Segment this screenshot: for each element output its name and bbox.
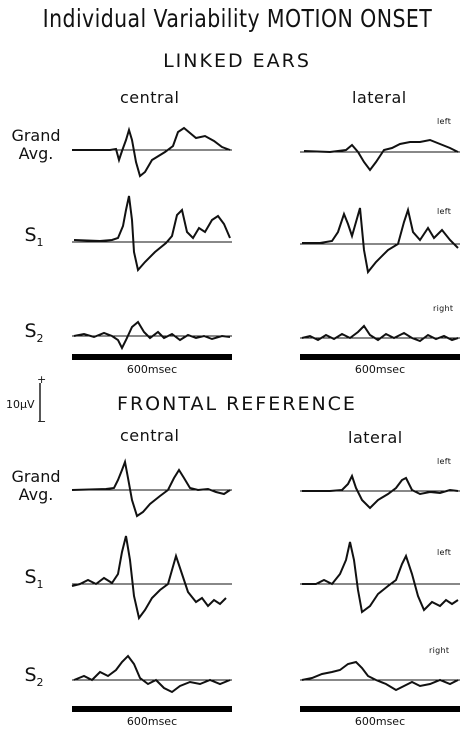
row-label-grand-avg-bottom: Grand Avg. [11, 467, 61, 504]
time-label-bottom-central: 600msec [126, 715, 178, 728]
side-label-right-2: right [429, 646, 450, 655]
row-label-s1-bottom: S1 [4, 566, 64, 592]
column-central-top: central [120, 88, 180, 107]
figure-title: Individual Variability MOTION ONSET [42, 4, 433, 33]
section-linked-ears: LINKED EARS [163, 50, 311, 72]
s2-subscript: 2 [36, 332, 44, 345]
column-lateral-bottom: lateral [348, 428, 403, 447]
s1-subscript: 1 [36, 578, 44, 591]
waveform-linked-s2-central [72, 320, 232, 351]
side-label-right-1: right [433, 304, 454, 313]
column-central-bottom: central [120, 426, 180, 445]
waveform-linked-grand-lateral [300, 138, 460, 172]
side-label-left-2: left [437, 207, 452, 216]
waveform-frontal-s2-central [72, 654, 232, 694]
side-label-left-3: left [437, 457, 452, 466]
waveform-frontal-s2-lateral [300, 660, 460, 692]
scale-plus: + [37, 373, 47, 386]
time-label-bottom-lateral: 600msec [354, 715, 406, 728]
side-label-left-1: left [437, 117, 452, 126]
waveform-frontal-grand-lateral [300, 473, 460, 510]
s1-subscript: 1 [36, 236, 44, 249]
time-label-top-lateral: 600msec [354, 363, 406, 376]
s1-letter: S [24, 224, 37, 246]
time-bar-bottom-lateral [300, 706, 460, 712]
s2-letter: S [24, 320, 37, 342]
row-label-s1-top: S1 [4, 224, 64, 250]
time-bar-top-central [72, 354, 232, 360]
time-label-top-central: 600msec [126, 363, 178, 376]
row-label-s2-top: S2 [4, 320, 64, 346]
waveform-linked-grand-central [72, 126, 232, 178]
scale-value: 10µV [6, 398, 35, 411]
time-bar-bottom-central [72, 706, 232, 712]
waveform-frontal-s1-central [71, 535, 232, 621]
side-label-left-4: left [437, 548, 452, 557]
s1-letter: S [24, 566, 37, 588]
row-label-grand-avg-top: Grand Avg. [11, 126, 61, 163]
scale-minus: − [37, 415, 47, 428]
s2-letter: S [24, 664, 37, 686]
waveform-frontal-grand-central [71, 458, 232, 518]
waveform-linked-s1-central [72, 195, 232, 273]
time-bar-top-lateral [300, 354, 460, 360]
section-frontal-reference: FRONTAL REFERENCE [117, 393, 357, 415]
s2-subscript: 2 [36, 676, 44, 689]
waveform-linked-s1-lateral [300, 206, 460, 275]
row-label-s2-bottom: S2 [4, 664, 64, 690]
column-lateral-top: lateral [352, 88, 407, 107]
waveform-frontal-s1-lateral [300, 541, 460, 614]
waveform-linked-s2-lateral [300, 324, 460, 343]
